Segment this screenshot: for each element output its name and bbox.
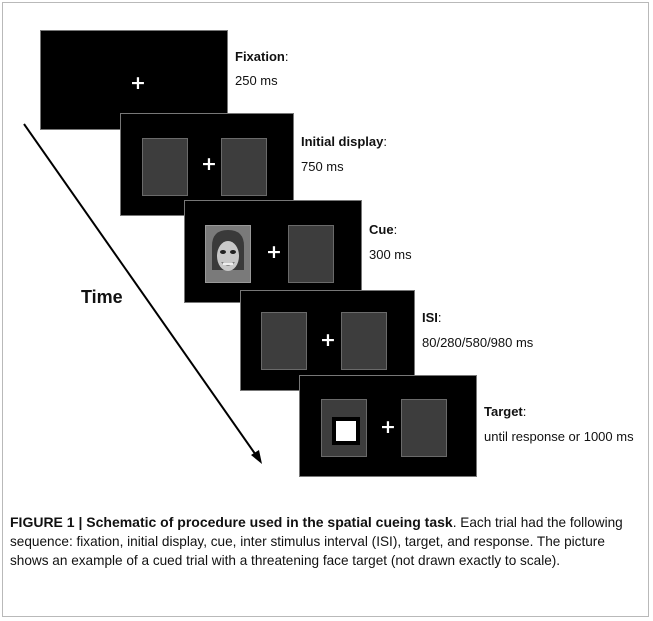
threatening-face-cue xyxy=(205,225,251,283)
right-placeholder-box xyxy=(288,225,334,283)
right-placeholder-box xyxy=(221,138,267,196)
fixation-cross: + xyxy=(380,416,396,438)
fixation-cross: + xyxy=(320,329,336,351)
stage-label-initial-display: Initial display: 750 ms xyxy=(301,134,387,174)
stage-duration: 250 ms xyxy=(235,73,278,88)
stage-duration: 300 ms xyxy=(369,247,412,262)
time-axis-label: Time xyxy=(81,287,123,307)
fixation-cross: + xyxy=(266,241,282,263)
target-square xyxy=(332,417,360,445)
initial-display-screen: + xyxy=(120,113,294,216)
left-placeholder-box xyxy=(142,138,188,196)
face-image-icon xyxy=(206,226,250,282)
target-location-box xyxy=(321,399,367,457)
stage-name: Cue xyxy=(369,222,394,237)
right-placeholder-box xyxy=(341,312,387,370)
figure-caption: FIGURE 1 | Schematic of procedure used i… xyxy=(10,514,623,568)
caption-title: FIGURE 1 | Schematic of procedure used i… xyxy=(10,514,453,530)
right-placeholder-box xyxy=(401,399,447,457)
stage-name: Fixation xyxy=(235,49,285,64)
stage-name: ISI xyxy=(422,310,438,325)
stage-label-fixation: Fixation: 250 ms xyxy=(235,49,289,88)
isi-screen: + xyxy=(240,290,415,391)
caption-body: Each trial had the following sequence: f… xyxy=(10,515,623,568)
target-screen: + xyxy=(299,375,477,477)
stage-duration: 750 ms xyxy=(301,159,344,174)
stage-duration: 80/280/580/980 ms xyxy=(422,335,534,350)
stage-label-target: Target: until response or 1000 ms xyxy=(484,404,634,444)
cue-screen: + xyxy=(184,200,362,303)
fixation-cross: + xyxy=(130,72,146,94)
fixation-cross: + xyxy=(201,153,217,175)
stage-duration: until response or 1000 ms xyxy=(484,429,634,444)
stage-name: Target xyxy=(484,404,523,419)
time-arrow xyxy=(23,123,262,464)
stage-label-isi: ISI: 80/280/580/980 ms xyxy=(422,310,534,350)
left-placeholder-box xyxy=(261,312,307,370)
stage-label-cue: Cue: 300 ms xyxy=(369,222,412,262)
stage-name: Initial display xyxy=(301,134,384,149)
